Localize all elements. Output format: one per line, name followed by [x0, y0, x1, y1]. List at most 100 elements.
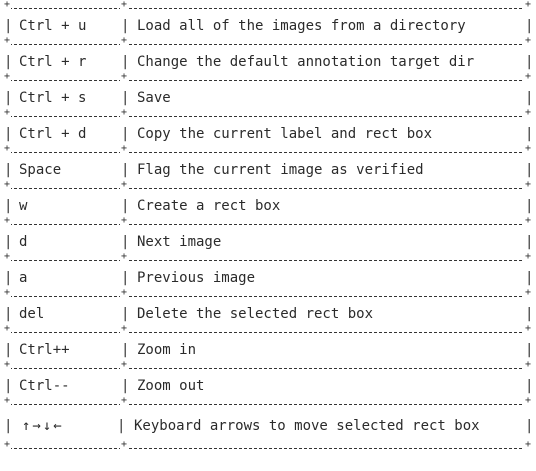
- border-corner: +: [3, 0, 12, 11]
- column-separator: |: [525, 306, 534, 322]
- table-border-line: + + +: [3, 287, 533, 302]
- column-separator: |: [525, 162, 534, 178]
- border-corner: +: [524, 0, 533, 11]
- column-separator: |: [4, 126, 13, 142]
- column-separator: |: [121, 198, 130, 214]
- border-corner: +: [120, 107, 129, 119]
- column-separator: |: [121, 18, 130, 34]
- border-corner: +: [120, 215, 129, 227]
- column-separator: |: [4, 54, 13, 70]
- column-separator: |: [117, 418, 126, 434]
- table-row: | | | Ctrl + r Change the default annotation…: [4, 50, 534, 74]
- table-row: | | | ↑→↓← Keyboard arrows to move selected …: [4, 410, 534, 442]
- shortcut-key: Ctrl + r: [19, 54, 87, 70]
- shortcut-key: del: [19, 306, 45, 322]
- border-corner: +: [120, 35, 129, 47]
- border-corner: +: [120, 287, 129, 299]
- border-corner: +: [120, 71, 129, 83]
- column-separator: |: [525, 418, 534, 434]
- table-row: | | | Space Flag the current image as verifi…: [4, 158, 534, 182]
- shortcut-description: Next image: [137, 234, 222, 250]
- shortcut-key: w: [19, 198, 28, 214]
- border-corner: +: [3, 323, 12, 335]
- column-separator: |: [525, 234, 534, 250]
- shortcut-description: Flag the current image as verified: [137, 162, 424, 178]
- border-corner: +: [120, 251, 129, 263]
- border-corner: +: [3, 107, 12, 119]
- column-separator: |: [525, 18, 534, 34]
- shortcut-description: Keyboard arrows to move selected rect bo…: [134, 418, 480, 434]
- border-corner: +: [120, 439, 129, 451]
- shortcut-key: Space: [19, 162, 62, 178]
- shortcut-description: Copy the current label and rect box: [137, 126, 433, 142]
- border-corner: +: [524, 323, 533, 335]
- column-separator: |: [121, 342, 130, 358]
- shortcut-description: Create a rect box: [137, 198, 281, 214]
- table-border-line: +++: [3, 439, 533, 454]
- column-separator: |: [525, 270, 534, 286]
- table-border-line: + + +: [3, 251, 533, 266]
- shortcut-description: Previous image: [137, 270, 256, 286]
- border-corner: +: [524, 179, 533, 191]
- column-separator: |: [121, 54, 130, 70]
- shortcut-key: Ctrl + d: [19, 126, 87, 142]
- column-separator: |: [4, 18, 13, 34]
- table-border-line: + + +: [3, 215, 533, 230]
- border-corner: +: [3, 35, 12, 47]
- column-separator: |: [4, 418, 13, 434]
- border-corner: +: [3, 395, 12, 407]
- table-border-line: +++: [3, 0, 533, 14]
- border-corner: +: [120, 179, 129, 191]
- shortcut-key: Ctrl + u: [19, 18, 87, 34]
- border-corner: +: [524, 287, 533, 299]
- border-corner: +: [3, 215, 12, 227]
- column-separator: |: [525, 126, 534, 142]
- shortcut-key: Ctrl + s: [19, 90, 87, 106]
- shortcut-description: Delete the selected rect box: [137, 306, 374, 322]
- column-separator: |: [4, 234, 13, 250]
- column-separator: |: [525, 90, 534, 106]
- border-corner: +: [524, 143, 533, 155]
- border-corner: +: [3, 287, 12, 299]
- column-separator: |: [4, 90, 13, 106]
- column-separator: |: [4, 270, 13, 286]
- border-corner: +: [3, 251, 12, 263]
- column-separator: |: [4, 162, 13, 178]
- border-corner: +: [524, 107, 533, 119]
- table-row: |||Ctrl--Zoom out: [4, 374, 534, 398]
- shortcut-key: a: [19, 270, 28, 286]
- column-separator: |: [121, 234, 130, 250]
- shortcut-description: Change the default annotation target dir: [137, 54, 475, 70]
- column-separator: |: [525, 54, 534, 70]
- border-corner: +: [524, 395, 533, 407]
- table-row: |||Ctrl++Zoom in: [4, 338, 534, 362]
- column-separator: |: [121, 90, 130, 106]
- border-corner: +: [524, 71, 533, 83]
- table-border-line: +++: [3, 359, 533, 374]
- shortcut-key: Ctrl--: [19, 378, 70, 394]
- border-corner: +: [3, 71, 12, 83]
- border-corner: +: [524, 215, 533, 227]
- border-corner: +: [524, 251, 533, 263]
- column-separator: |: [525, 342, 534, 358]
- table-border-line: +++: [3, 395, 533, 410]
- column-separator: |: [121, 162, 130, 178]
- column-separator: |: [525, 378, 534, 394]
- column-separator: |: [121, 306, 130, 322]
- table-border-line: + + +: [3, 107, 533, 122]
- shortcut-description: Load all of the images from a directory: [137, 18, 466, 34]
- table-border-line: +++: [3, 35, 533, 50]
- border-corner: +: [3, 143, 12, 155]
- column-separator: |: [4, 198, 13, 214]
- column-separator: |: [121, 126, 130, 142]
- border-corner: +: [3, 179, 12, 191]
- column-separator: |: [4, 342, 13, 358]
- shortcut-key: ↑→↓←: [22, 418, 64, 434]
- border-corner: +: [120, 359, 129, 371]
